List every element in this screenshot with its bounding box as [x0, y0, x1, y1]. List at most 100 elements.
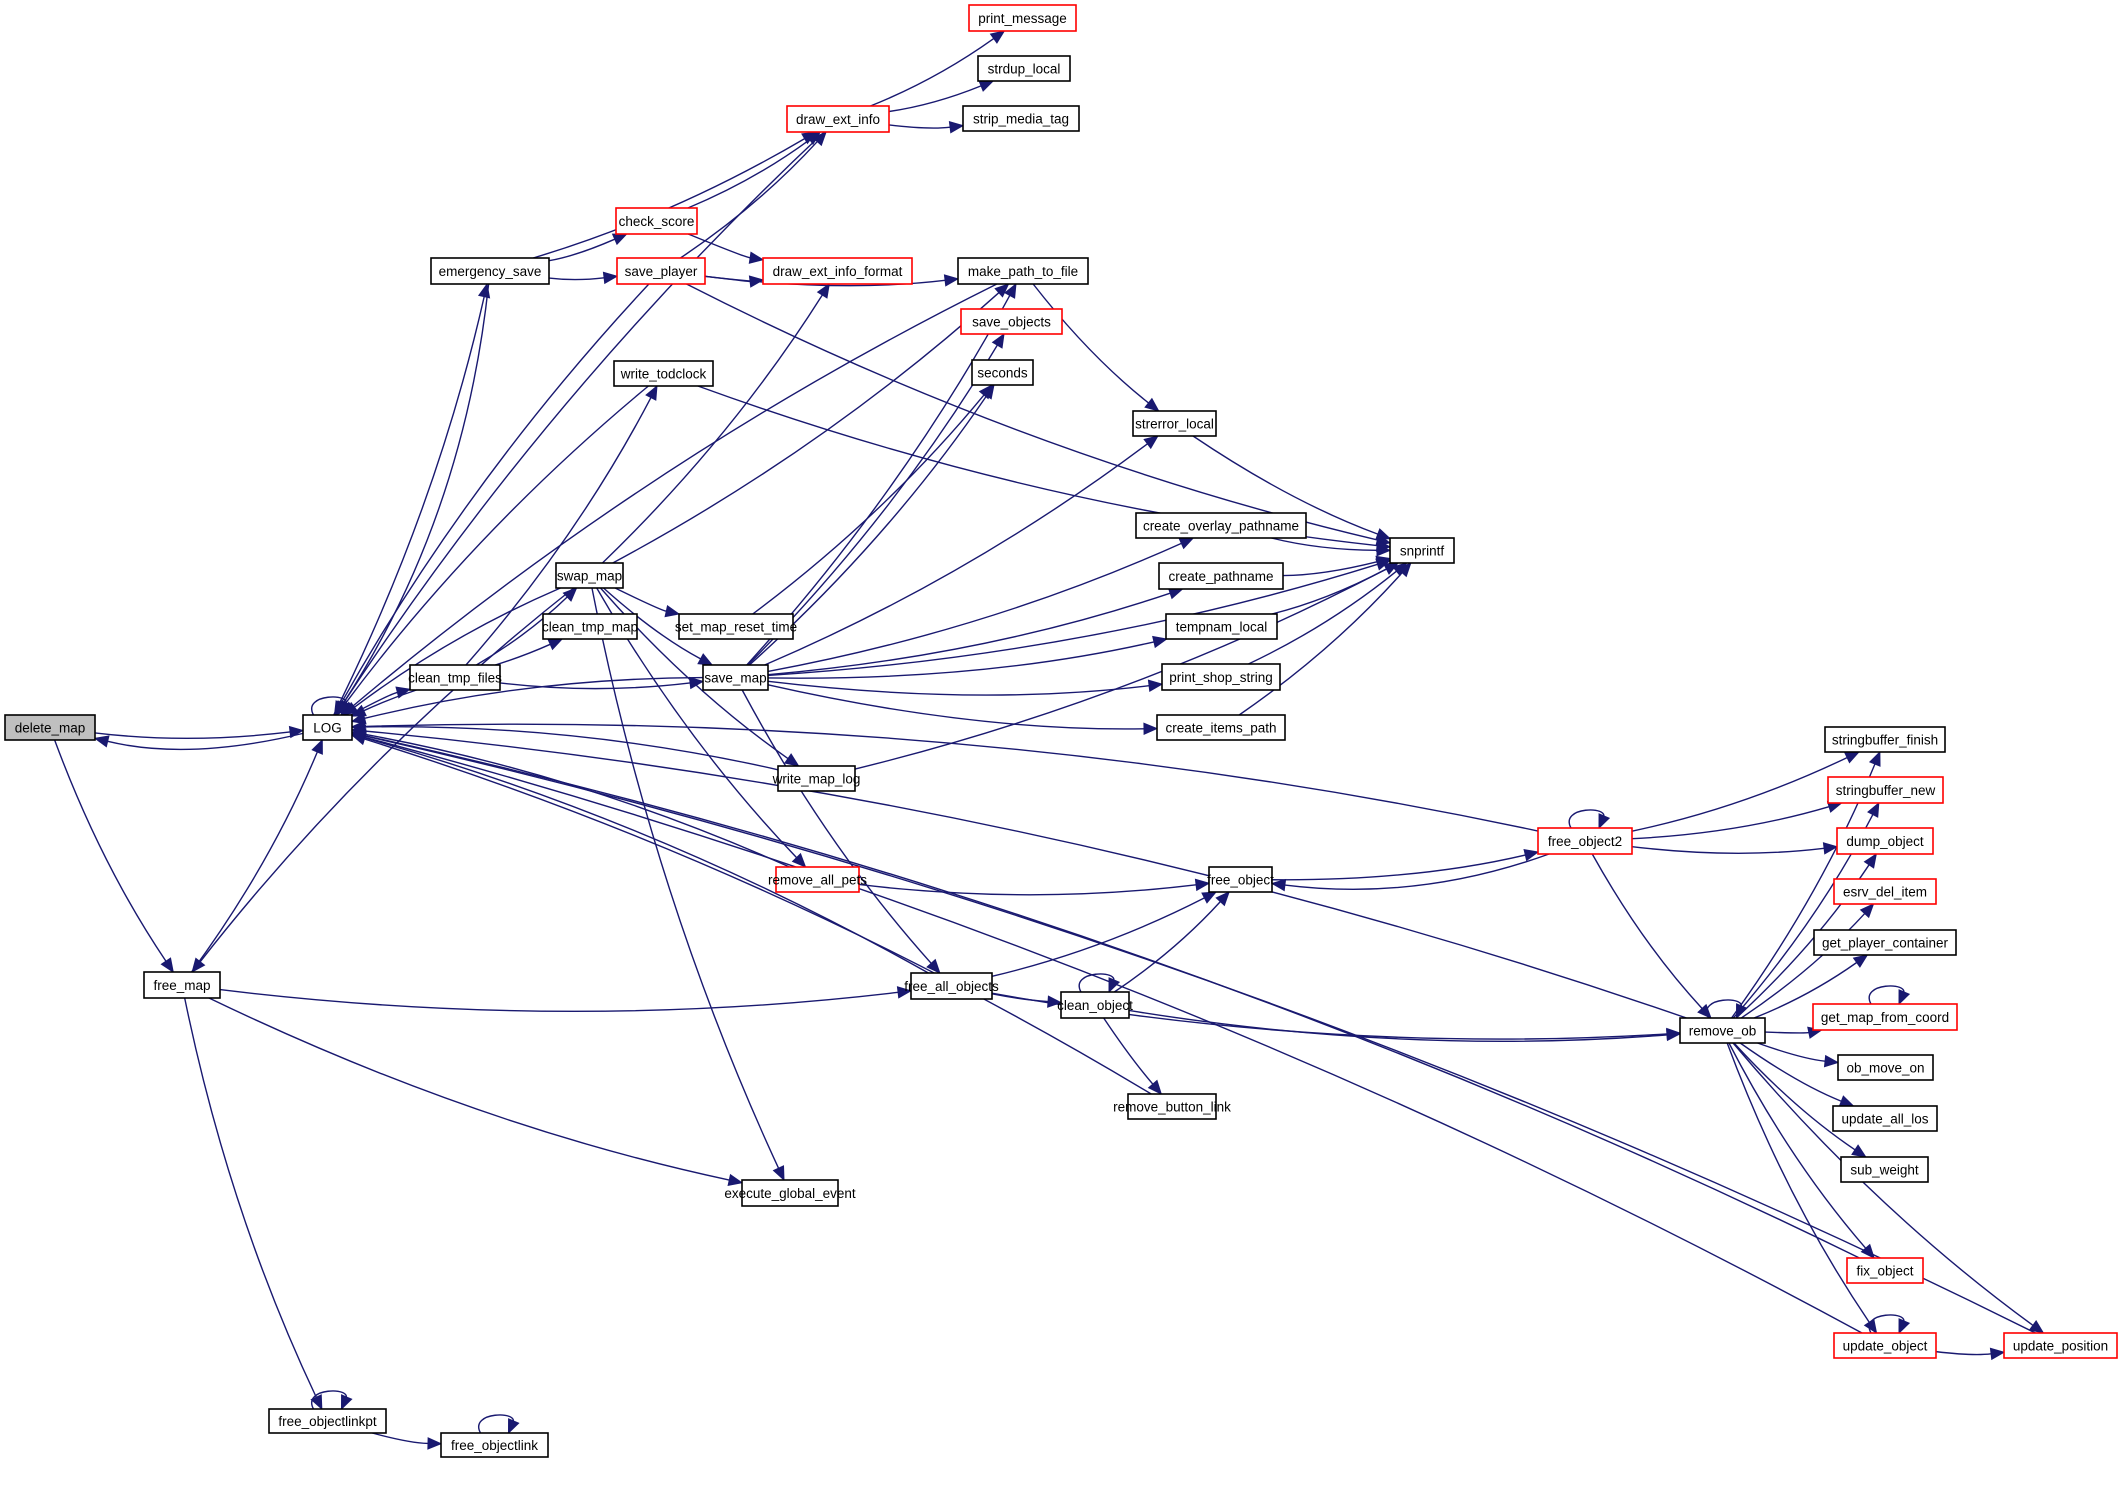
node-save-map[interactable]: save_map [702, 664, 769, 691]
node-clean-tmp-files[interactable]: clean_tmp_files [408, 664, 502, 691]
node-box[interactable] [1836, 827, 1934, 855]
node-box[interactable] [1812, 1003, 1958, 1031]
node-create-pathname[interactable]: create_pathname [1158, 562, 1284, 590]
node-box[interactable] [786, 105, 890, 133]
node-update-position[interactable]: update_position [2003, 1332, 2118, 1359]
node-free-objectlink[interactable]: free_objectlink [440, 1432, 549, 1458]
node-box[interactable] [777, 765, 856, 792]
node-box[interactable] [542, 613, 638, 640]
node-ob-move-on[interactable]: ob_move_on [1837, 1054, 1934, 1081]
node-box[interactable] [1156, 714, 1286, 741]
node-write-todclock[interactable]: write_todclock [613, 360, 714, 387]
node-strdup-local[interactable]: strdup_local [977, 55, 1071, 82]
node-strip-media-tag[interactable]: strip_media_tag [962, 105, 1080, 132]
node-free-map[interactable]: free_map [143, 971, 221, 999]
node-box[interactable] [143, 971, 221, 999]
node-update-all-los[interactable]: update_all_los [1832, 1105, 1938, 1132]
node-stringbuffer-finish[interactable]: stringbuffer_finish [1824, 726, 1946, 753]
node-box[interactable] [409, 664, 501, 691]
node-esrv-del-item[interactable]: esrv_del_item [1833, 878, 1937, 905]
node-set-map-reset-time[interactable]: set_map_reset_time [675, 613, 797, 640]
node-box[interactable] [977, 55, 1071, 82]
node-make-path-to-file[interactable]: make_path_to_file [957, 257, 1089, 285]
node-create-overlay-pathname[interactable]: create_overlay_pathname [1135, 512, 1307, 539]
node-free-object2[interactable]: free_object2 [1537, 827, 1633, 855]
node-execute-global-event[interactable]: execute_global_event [724, 1179, 856, 1207]
node-free-object[interactable]: free_object [1207, 866, 1274, 893]
node-create-items-path[interactable]: create_items_path [1156, 714, 1286, 741]
node-save-objects[interactable]: save_objects [960, 308, 1063, 335]
node-draw-ext-info-format[interactable]: draw_ext_info_format [762, 257, 913, 285]
node-box[interactable] [302, 714, 353, 741]
node-box[interactable] [1679, 1017, 1766, 1044]
node-box[interactable] [1840, 1156, 1929, 1183]
node-box[interactable] [702, 664, 769, 691]
node-update-object[interactable]: update_object [1833, 1332, 1937, 1359]
node-box[interactable] [957, 257, 1089, 285]
node-box[interactable] [1389, 537, 1455, 564]
node-box[interactable] [741, 1179, 839, 1207]
node-box[interactable] [960, 308, 1063, 335]
node-box[interactable] [1824, 726, 1946, 753]
node-delete-map[interactable]: delete_map [4, 714, 96, 741]
node-box[interactable] [1127, 1093, 1217, 1120]
node-box[interactable] [613, 360, 714, 387]
node-box[interactable] [1060, 991, 1130, 1019]
node-remove-ob[interactable]: remove_ob [1679, 1017, 1766, 1044]
node-fix-object[interactable]: fix_object [1846, 1257, 1924, 1284]
node-box[interactable] [1537, 827, 1633, 855]
node-box[interactable] [555, 562, 624, 589]
node-box[interactable] [1833, 1332, 1937, 1359]
node-box[interactable] [1161, 663, 1281, 691]
node-box[interactable] [1165, 613, 1278, 640]
node-box[interactable] [1827, 776, 1944, 804]
node-draw-ext-info[interactable]: draw_ext_info [786, 105, 890, 133]
node-tempnam-local[interactable]: tempnam_local [1165, 613, 1278, 640]
node-snprintf[interactable]: snprintf [1389, 537, 1455, 564]
node-emergency-save[interactable]: emergency_save [430, 257, 550, 285]
node-box[interactable] [1832, 1105, 1938, 1132]
node-seconds[interactable]: seconds [971, 359, 1034, 386]
node-get-player-container[interactable]: get_player_container [1813, 929, 1957, 956]
node-box[interactable] [1837, 1054, 1934, 1081]
node-box[interactable] [762, 257, 913, 285]
node-box[interactable] [4, 714, 96, 741]
node-box[interactable] [678, 613, 794, 640]
node-save-player[interactable]: save_player [616, 257, 706, 285]
node-stringbuffer-new[interactable]: stringbuffer_new [1827, 776, 1944, 804]
node-box[interactable] [2003, 1332, 2118, 1359]
node-dump-object[interactable]: dump_object [1836, 827, 1934, 855]
node-box[interactable] [1846, 1257, 1924, 1284]
node-LOG[interactable]: LOG [302, 714, 353, 741]
node-box[interactable] [1158, 562, 1284, 590]
node-box[interactable] [962, 105, 1080, 132]
node-box[interactable] [775, 866, 860, 893]
node-box[interactable] [616, 257, 706, 285]
node-swap-map[interactable]: swap_map [555, 562, 624, 589]
node-box[interactable] [971, 359, 1034, 386]
node-box[interactable] [430, 257, 550, 285]
node-box[interactable] [910, 972, 993, 1000]
node-box[interactable] [1132, 410, 1217, 437]
node-box[interactable] [440, 1432, 549, 1458]
node-write-map-log[interactable]: write_map_log [772, 765, 861, 792]
node-box[interactable] [1208, 866, 1273, 893]
node-print-shop-string[interactable]: print_shop_string [1161, 663, 1281, 691]
node-box[interactable] [1135, 512, 1307, 539]
node-check-score[interactable]: check_score [615, 207, 698, 235]
node-box[interactable] [268, 1408, 387, 1434]
node-remove-button-link[interactable]: remove_button_link [1113, 1093, 1231, 1120]
node-print-message[interactable]: print_message [968, 4, 1077, 32]
node-box[interactable] [615, 207, 698, 235]
node-strerror-local[interactable]: strerror_local [1132, 410, 1217, 437]
node-free-objectlinkpt[interactable]: free_objectlinkpt [268, 1408, 387, 1434]
node-clean-object[interactable]: clean_object [1057, 991, 1133, 1019]
node-box[interactable] [1833, 878, 1937, 905]
node-remove-all-pets[interactable]: remove_all_pets [768, 866, 867, 893]
node-box[interactable] [968, 4, 1077, 32]
node-clean-tmp-map[interactable]: clean_tmp_map [542, 613, 638, 640]
node-sub-weight[interactable]: sub_weight [1840, 1156, 1929, 1183]
node-get-map-from-coord[interactable]: get_map_from_coord [1812, 1003, 1958, 1031]
node-box[interactable] [1813, 929, 1957, 956]
node-free-all-objects[interactable]: free_all_objects [904, 972, 999, 1000]
